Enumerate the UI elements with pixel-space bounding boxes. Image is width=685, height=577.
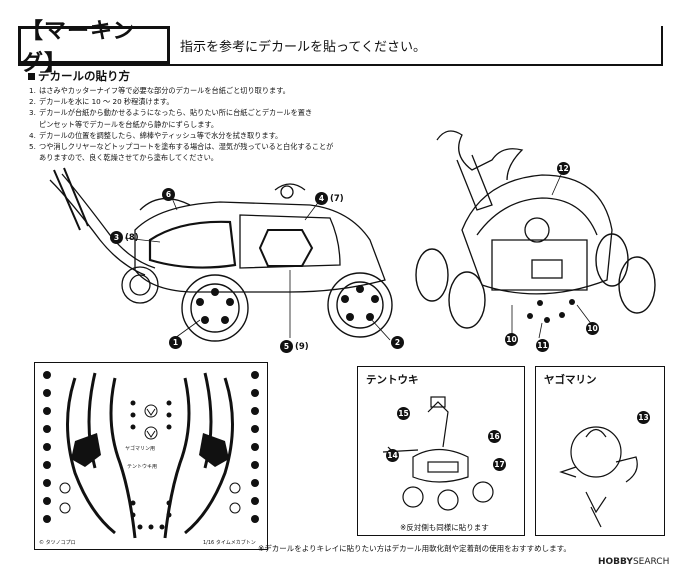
callout-15: 15 — [397, 407, 410, 420]
yagomarin-title: ヤゴマリン — [544, 374, 597, 386]
page-title: 【マーキング】 — [18, 19, 170, 76]
step-item-continued: ピンセット等でデカールを台紙から静かにずらします。 — [39, 119, 219, 129]
page-subtitle: 指示を参考にデカールを貼ってください。 — [180, 40, 426, 55]
callout-11: 11 — [536, 339, 549, 352]
tentouki-note: ※反対側も同様に貼ります — [400, 523, 489, 532]
header-divider — [18, 64, 663, 66]
watermark: HOBBYSEARCH — [598, 557, 670, 567]
step-item-continued: ありますので、良く乾燥させてから塗布してください。 — [39, 153, 218, 163]
step-item: 4.デカールの位置を調整したら、綿棒やティッシュ等で水分を拭き取ります。 — [29, 130, 283, 140]
callout-6: 6 — [162, 188, 175, 201]
callout-1: 1 — [169, 336, 182, 349]
header-divider-vertical — [661, 26, 663, 66]
decal-sheet-artwork — [43, 371, 259, 539]
callout-14: 14 — [386, 449, 399, 462]
footer-note: ※デカールをよりキレイに貼りたい方はデカール用軟化剤や定着剤の使用をおすすめしま… — [258, 544, 571, 553]
callout-10-b: 10 — [586, 322, 599, 335]
callout-16: 16 — [488, 430, 501, 443]
decal-copyright: © タツノコプロ — [39, 540, 76, 546]
step-item: 5.つや消しクリヤーなどトップコートを塗布する場合は、湿気が残っていると白化する… — [29, 142, 334, 152]
callout-17: 17 — [493, 458, 506, 471]
callout-4: 4(7) — [315, 192, 344, 205]
step-item: 1.はさみやカッターナイフ等で必要な部分のデカールを台紙ごと切り取ります。 — [29, 86, 290, 95]
decal-sheet: ヤゴマリン用 テントウキ用 © タツノコプロ 1/16 タイムメカブトン — [34, 362, 268, 550]
callout-13: 13 — [637, 411, 650, 424]
bullet-square-icon — [28, 73, 35, 80]
tentouki-title: テントウキ — [366, 374, 419, 386]
front-view-illustration — [415, 130, 656, 339]
callout-10-a: 10 — [505, 333, 518, 346]
section-title: デカールの貼り方 — [28, 68, 130, 84]
decal-scale-name: 1/16 タイムメカブトン — [203, 540, 256, 546]
yagomarin-illustration — [559, 426, 638, 528]
side-view-illustration — [49, 167, 393, 342]
step-item: 2.デカールを水に 10 ～ 20 秒程漬けます。 — [29, 97, 174, 107]
tentouki-panel: テントウキ ※反対側も同様に貼ります — [357, 366, 525, 536]
callout-5: 5(9) — [280, 340, 309, 353]
callout-2: 2 — [391, 336, 404, 349]
yagomarin-panel: ヤゴマリン — [535, 366, 665, 536]
instruction-steps: 1.はさみやカッターナイフ等で必要な部分のデカールを台紙ごと切り取ります。 2.… — [29, 85, 374, 163]
step-item: 3.デカールが台紙から動かせるようになったら、貼りたい所に台紙ごとデカールを置き — [29, 108, 313, 118]
decal-label-yagomarin: ヤゴマリン用 — [125, 446, 156, 452]
callout-3: 3(8) — [110, 231, 139, 244]
decal-label-tentouki: テントウキ用 — [127, 464, 158, 470]
callout-12: 12 — [557, 162, 570, 175]
